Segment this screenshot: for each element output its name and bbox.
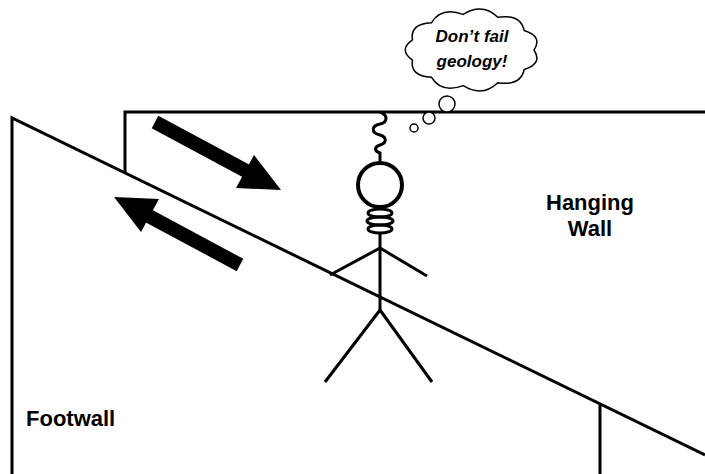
- slip-arrow-up: [114, 197, 240, 265]
- slip-arrow-down: [155, 122, 281, 190]
- stick-figure: [325, 163, 432, 382]
- thought-cloud: Don’t fail geology!: [402, 6, 542, 94]
- cloud-outline: [402, 6, 542, 94]
- hanging-wall-label: Hanging Wall: [534, 190, 646, 243]
- hanging-wall-edge: [599, 404, 602, 474]
- hanging-wall-outline: [125, 112, 705, 173]
- footwall-outline: [12, 118, 705, 474]
- thought-text: Don’t fail geology!: [426, 6, 518, 74]
- footwall-label: Footwall: [26, 406, 136, 432]
- rope: [373, 112, 386, 162]
- thought-bubbles: [410, 96, 455, 132]
